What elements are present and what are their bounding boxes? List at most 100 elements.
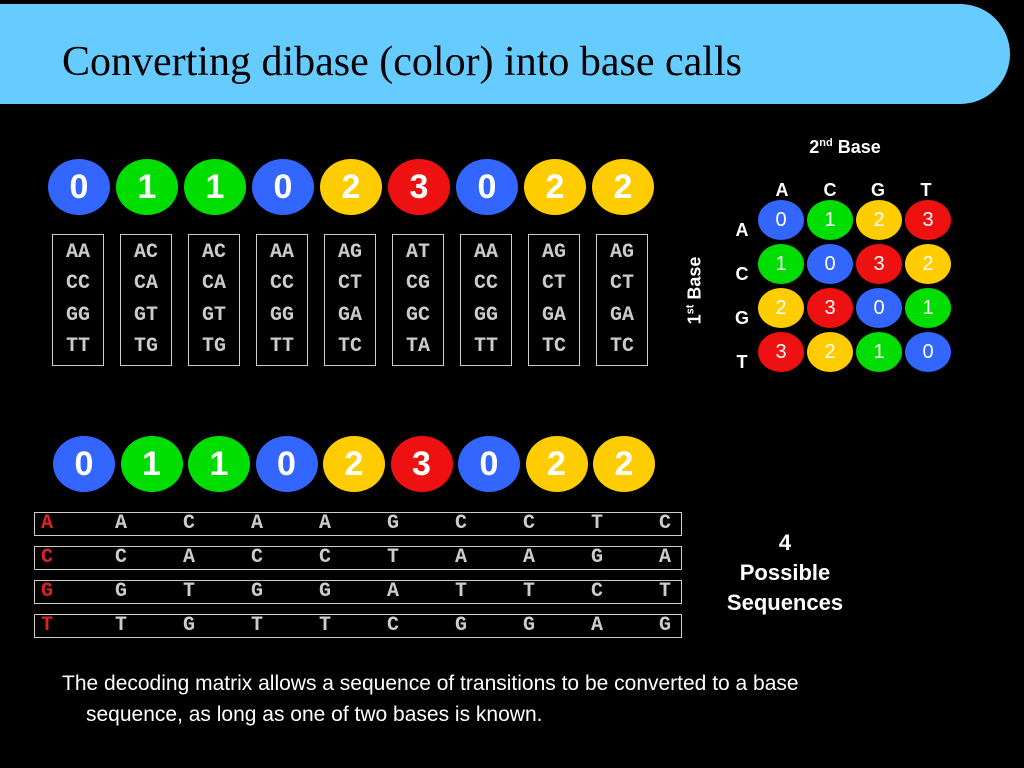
matrix-cell-1-3: 2 [905, 244, 951, 284]
sequence-0-base-0: A [41, 512, 54, 535]
pair-5-0: AT [405, 240, 430, 264]
pair-5-2: GC [405, 303, 430, 327]
bottom-color-1: 1 [120, 436, 183, 492]
top-color-6: 0 [456, 159, 518, 215]
caption-line-1: The decoding matrix allows a sequence of… [62, 672, 799, 695]
matrix-cell-2-0: 2 [758, 288, 804, 328]
pair-0-2: GG [65, 303, 90, 327]
slide-title: Converting dibase (color) into base call… [62, 39, 742, 85]
first-base-sup: st [684, 304, 697, 315]
matrix-cell-1-2: 3 [856, 244, 902, 284]
sequence-2-base-4: G [319, 580, 332, 603]
pair-2-3: TG [201, 335, 226, 359]
matrix-col-header-A: A [775, 180, 789, 200]
matrix-col-header-T: T [920, 180, 932, 200]
top-color-5: 3 [388, 159, 450, 215]
first-base-label: Base [684, 256, 705, 300]
pair-1-1: CA [133, 272, 158, 296]
sequence-1-base-6: A [455, 546, 468, 569]
sequence-1-base-0: C [41, 546, 54, 569]
second-base-sup: nd [819, 137, 833, 149]
matrix-cell-3-1: 2 [807, 332, 853, 372]
sequence-3-base-4: T [319, 614, 332, 637]
matrix-row-header-T: T [736, 352, 748, 372]
sequence-2-base-7: T [523, 580, 536, 603]
pair-1-0: AC [133, 240, 158, 264]
sequence-1-base-2: A [183, 546, 196, 569]
pair-7-1: CT [541, 272, 566, 296]
sequence-3-base-9: G [659, 614, 672, 637]
pair-6-1: CC [473, 272, 498, 296]
sequence-3-base-8: A [591, 614, 604, 637]
bottom-color-7: 2 [525, 436, 588, 492]
caption-line-2: sequence, as long as one of two bases is… [86, 703, 543, 726]
sequence-1-base-5: T [387, 546, 400, 569]
bottom-color-8: 2 [593, 436, 655, 492]
pair-4-3: TC [337, 335, 362, 359]
second-base-ordinal: 2 [809, 137, 820, 157]
pair-3-1: CC [269, 272, 294, 296]
sequence-1-base-3: C [251, 546, 264, 569]
pair-8-0: AG [609, 240, 634, 264]
pair-3-0: AA [269, 240, 294, 264]
pair-3-3: TT [269, 335, 294, 359]
pair-column-5: AT CG GC TA [392, 234, 444, 366]
sequence-2-base-5: A [387, 580, 400, 603]
top-color-4: 2 [320, 159, 382, 215]
caption: The decoding matrix allows a sequence of… [62, 668, 982, 730]
pair-7-0: AG [541, 240, 566, 264]
sequence-3-base-3: T [251, 614, 264, 637]
top-color-0: 0 [48, 159, 110, 215]
top-color-1: 1 [116, 159, 178, 215]
matrix-cell-2-2: 0 [856, 288, 902, 328]
sequence-3-base-1: T [115, 614, 128, 637]
matrix-row-header-G: G [734, 308, 749, 328]
sequence-0-base-9: C [659, 512, 672, 535]
matrix-cell-0-1: 1 [807, 200, 853, 240]
pair-0-0: AA [65, 240, 90, 264]
pair-8-2: GA [609, 303, 634, 327]
pair-1-3: TG [133, 335, 158, 359]
pair-column-0: AA CC GG TT [52, 234, 104, 366]
second-base-header: 2nd Base [790, 137, 900, 158]
pair-5-3: TA [405, 335, 430, 359]
sequence-1-base-8: G [591, 546, 604, 569]
matrix-row-header-A: A [735, 220, 749, 240]
pair-6-2: GG [473, 303, 498, 327]
top-color-7: 2 [524, 159, 586, 215]
matrix-cell-3-0: 3 [758, 332, 804, 372]
matrix-cell-0-3: 3 [905, 200, 951, 240]
pair-5-1: CG [405, 272, 430, 296]
first-base-ordinal: 1 [684, 314, 705, 325]
note-count: 4 [778, 530, 792, 555]
pair-0-3: TT [65, 335, 90, 359]
pair-7-3: TC [541, 335, 566, 359]
matrix-cell-2-3: 1 [905, 288, 951, 328]
sequence-0-base-2: C [183, 512, 196, 535]
sequence-0-base-1: A [115, 512, 128, 535]
pair-0-1: CC [65, 272, 90, 296]
pair-column-8: AG CT GA TC [596, 234, 648, 366]
matrix-cell-1-0: 1 [758, 244, 804, 284]
pair-4-1: CT [337, 272, 362, 296]
bottom-color-2: 1 [188, 436, 250, 492]
matrix-cell-0-2: 2 [856, 200, 902, 240]
sequence-2-base-0: G [41, 580, 54, 603]
sequence-2-base-3: G [251, 580, 264, 603]
sequence-3-base-2: G [183, 614, 196, 637]
pair-8-1: CT [609, 272, 634, 296]
pair-4-2: GA [337, 303, 362, 327]
pair-2-1: CA [201, 272, 226, 296]
note-word1: Possible [739, 560, 831, 585]
sequence-1-base-9: A [659, 546, 672, 569]
sequence-0-base-4: A [319, 512, 332, 535]
pair-2-2: GT [201, 303, 226, 327]
pair-2-0: AC [201, 240, 226, 264]
pair-8-3: TC [609, 335, 634, 359]
pair-column-2: AC CA GT TG [188, 234, 240, 366]
